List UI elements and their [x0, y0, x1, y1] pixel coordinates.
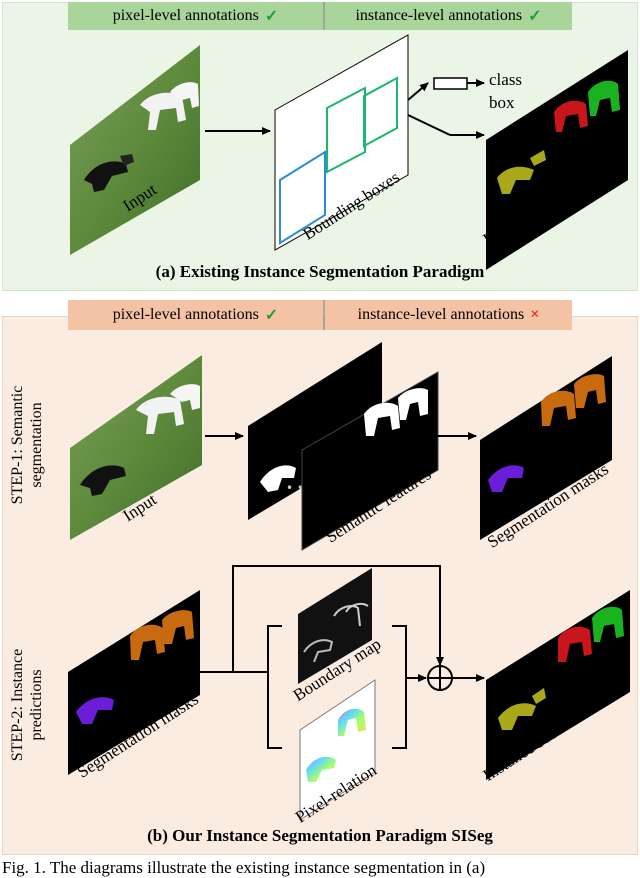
panel-a-instance-label: instance-level annotations: [355, 7, 523, 24]
step2-line2: predictions: [28, 669, 45, 741]
panel-b-pixel-header: pixel-level annotations ✓: [68, 300, 323, 330]
head-module: [433, 77, 468, 90]
instance-predictions-a: [486, 50, 628, 270]
skip-connection: [232, 565, 444, 672]
segmentation-masks-2: [68, 590, 200, 775]
panel-b-instance-label: instance-level annotations: [357, 306, 525, 323]
pixel-relation-map: [299, 679, 376, 821]
panel-b-pixel-label: pixel-level annotations: [112, 306, 259, 323]
cross-icon: ×: [530, 306, 540, 323]
check-icon: ✓: [528, 8, 542, 25]
check-icon: ✓: [264, 8, 279, 25]
left-bracket: [267, 625, 282, 749]
check-icon: ✓: [264, 307, 279, 324]
segmentation-masks-1: [480, 356, 612, 540]
arrow-boxes-segment: [407, 114, 451, 136]
step1-label: STEP-1: Semantic segmentation: [8, 370, 46, 520]
boundary-map: [298, 568, 372, 684]
caption-b: (b) Our Instance Segmentation Paradigm S…: [147, 826, 493, 845]
class-label: class: [489, 70, 523, 89]
panel-a-pixel-header: pixel-level annotations ✓: [68, 2, 323, 30]
instance-predictions-b: [486, 590, 630, 780]
step2-label: STEP-2: Instance predictions: [8, 630, 46, 780]
caption-a: (a) Existing Instance Segmentation Parad…: [155, 262, 485, 281]
box-label: box: [489, 93, 515, 112]
step1-line2: segmentation: [28, 402, 45, 488]
bounding-boxes-sheet: [274, 34, 409, 251]
input-photo: [70, 45, 200, 255]
panel-b-instance-header: instance-level annotations ×: [325, 300, 572, 330]
input-photo-b: [70, 355, 202, 540]
arrow-to-head: [407, 82, 429, 101]
figure-caption: Fig. 1. The diagrams illustrate the exis…: [2, 858, 486, 877]
semantic-features-stack: • • •: [248, 342, 439, 551]
right-bracket: [392, 625, 407, 749]
step2-line1: STEP-2: Instance: [9, 648, 26, 762]
panel-a-instance-header: instance-level annotations ✓: [325, 2, 572, 30]
panel-a-pixel-label: pixel-level annotations: [112, 7, 259, 24]
step1-line1: STEP-1: Semantic: [9, 385, 26, 505]
